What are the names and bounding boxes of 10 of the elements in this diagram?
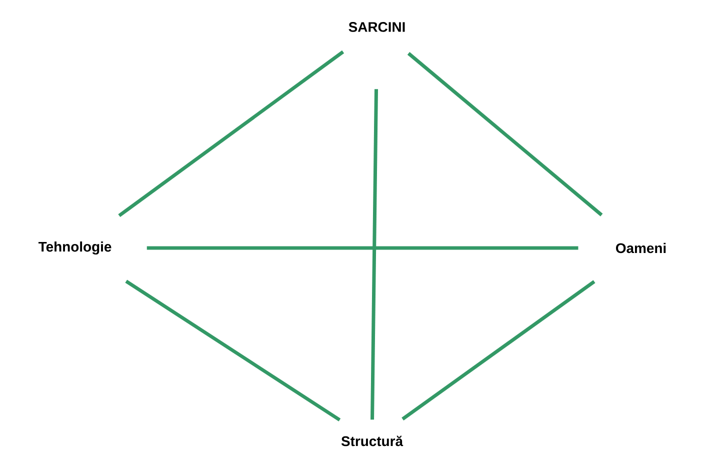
- node-label: Structură: [341, 436, 404, 446]
- node-label: Oameni: [616, 242, 666, 254]
- connector-line: [146, 246, 578, 250]
- connector-line: [402, 280, 596, 420]
- node-label: Tehnologie: [38, 241, 112, 255]
- connector-line: [125, 280, 341, 422]
- connector-line: [370, 89, 378, 420]
- node-label: SARCINI: [348, 22, 405, 32]
- connector-line: [118, 50, 344, 218]
- connector-line: [407, 52, 603, 216]
